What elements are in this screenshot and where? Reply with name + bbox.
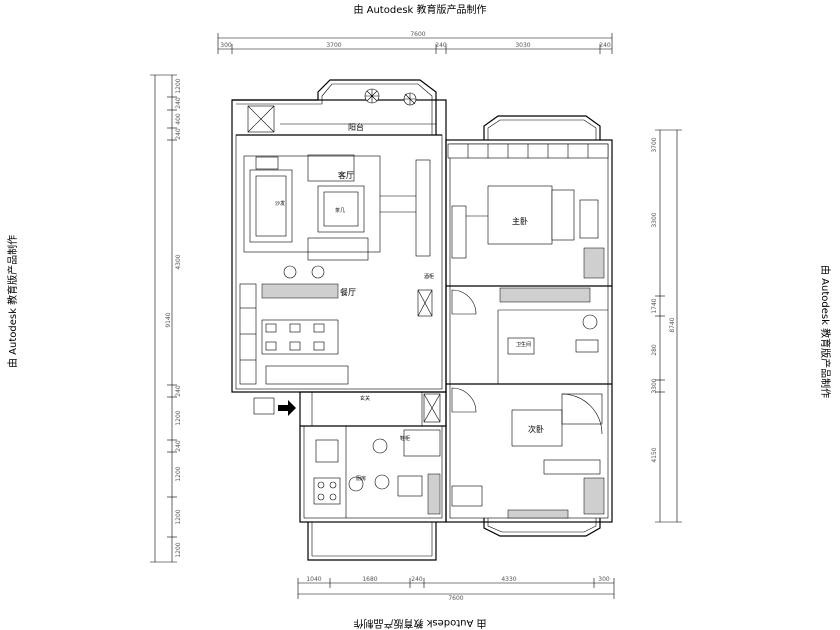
washbasin: [582, 314, 598, 330]
entrance-arrow-icon: [278, 400, 296, 416]
master-bedroom: 主卧: [447, 143, 609, 279]
stove: [315, 439, 339, 463]
single-bed: [511, 409, 563, 447]
dim-left-seg-8: 240: [175, 440, 182, 452]
wardrobe: [583, 477, 605, 515]
dim-top-seg-1: 300: [220, 42, 232, 49]
label-sofa: 沙发: [275, 200, 285, 207]
desk: [543, 459, 601, 475]
dim-right-seg-6: 4150: [651, 447, 658, 462]
dim-left-seg-6: 240: [175, 385, 182, 397]
dim-top-seg-5: 240: [599, 42, 611, 49]
sink: [397, 475, 423, 497]
dim-right-seg-1: 3700: [651, 137, 658, 152]
dim-bottom-seg-1: 1040: [306, 576, 321, 583]
kitchen: 厨房: [313, 429, 483, 515]
bath-shelf: [499, 287, 591, 303]
label-tea-table: 茶几: [335, 207, 345, 214]
living-room: 沙发 茶几 客厅 餐厅: [239, 154, 434, 385]
dim-top-total: 7600: [410, 31, 425, 38]
tv-cabinet: [415, 159, 431, 257]
stool: [283, 265, 297, 279]
door-swing: [451, 289, 477, 315]
dim-right-seg-5: 3300: [651, 378, 658, 393]
dim-bottom-seg-2: 1680: [362, 576, 377, 583]
bed: [487, 185, 553, 245]
tea-table: [317, 185, 365, 233]
stool: [311, 265, 325, 279]
dim-right-total: 8740: [669, 317, 676, 332]
wardrobe: [583, 247, 605, 279]
dim-bottom-seg-4: 4330: [501, 576, 516, 583]
dim-right-seg-4: 280: [651, 344, 658, 356]
dimension-top: 7600 300 3700 240 3030 240: [217, 31, 613, 54]
label-entrance: 玄关: [360, 395, 370, 402]
dim-left-seg-10: 1200: [175, 509, 182, 524]
dim-left-seg-7: 1200: [175, 410, 182, 425]
tv-stand: [451, 205, 467, 259]
dimension-bottom: 1040 1680 240 4330 300 7600: [297, 576, 615, 602]
dim-top-seg-4: 3030: [515, 42, 530, 49]
dim-right-seg-3: 1740: [651, 298, 658, 313]
dim-left-seg-11: 1200: [175, 542, 182, 557]
dim-left-seg-5: 4300: [175, 254, 182, 269]
second-bedroom: 次卧: [507, 393, 605, 519]
dim-left-total: 9140: [165, 312, 172, 327]
stove: [313, 477, 341, 505]
entrance: 鞋柜 玄关: [253, 393, 441, 442]
shoe-rack-icon: [253, 397, 275, 415]
dim-top-seg-2: 3700: [326, 42, 341, 49]
watermark-bottom: 由 Autodesk 教育版产品制作: [353, 617, 487, 628]
label-restaurant: 餐厅: [340, 288, 356, 297]
bed-headboard: [551, 189, 575, 241]
label-balcony: 阳台: [348, 122, 364, 132]
dimension-right: 3700 3300 1740 280 3300 4150 8740: [651, 129, 682, 523]
watermark-top: 由 Autodesk 教育版产品制作: [353, 5, 487, 16]
armchair: [307, 154, 355, 182]
dim-left-seg-4: 240: [175, 128, 182, 140]
sideboard: [265, 365, 349, 385]
dim-right-seg-2: 3300: [651, 212, 658, 227]
label-bathroom: 卫生间: [516, 341, 531, 348]
dimension-left: 9140 1200 240 400 240 4300 240 1200 240 …: [150, 74, 182, 563]
dim-left-seg-2: 240: [175, 97, 182, 109]
label-second-bedroom: 次卧: [528, 424, 544, 434]
dim-bottom-seg-5: 300: [598, 576, 610, 583]
bathroom: 卫生间: [451, 287, 599, 413]
sofa: [249, 169, 293, 243]
bar-counter: [261, 283, 339, 299]
dim-left-seg-1: 1200: [175, 78, 182, 93]
watermark-left: 由 Autodesk 教育版产品制作: [8, 234, 19, 368]
cabinet: [403, 429, 441, 457]
label-kitchen: 厨房: [356, 475, 366, 482]
door-swing: [451, 387, 477, 413]
bay-seat: [507, 509, 569, 519]
dim-bottom-seg-3: 240: [411, 576, 423, 583]
laundry-figure-icon: [451, 485, 483, 507]
label-cabinet: 酒柜: [424, 273, 434, 280]
dim-bottom-total: 7600: [448, 595, 463, 602]
nightstand: [579, 199, 599, 239]
chef-figure-icon: [374, 474, 390, 490]
label-shoe-cabinet: 鞋柜: [400, 435, 410, 442]
dim-top-seg-3: 240: [435, 42, 447, 49]
watermark-right: 由 Autodesk 教育版产品制作: [819, 265, 830, 399]
label-master-bedroom: 主卧: [512, 216, 528, 226]
dim-left-seg-3: 400: [175, 113, 182, 125]
chef-figure-icon: [348, 476, 364, 492]
balcony-fixtures: 阳台: [247, 88, 417, 133]
label-living: 客厅: [338, 170, 354, 180]
toilet: [575, 339, 599, 353]
dim-left-seg-9: 1200: [175, 466, 182, 481]
bathtub: [507, 337, 535, 355]
chef-figure-icon: [372, 438, 388, 454]
fridge: [427, 473, 441, 515]
armchair: [307, 237, 369, 261]
